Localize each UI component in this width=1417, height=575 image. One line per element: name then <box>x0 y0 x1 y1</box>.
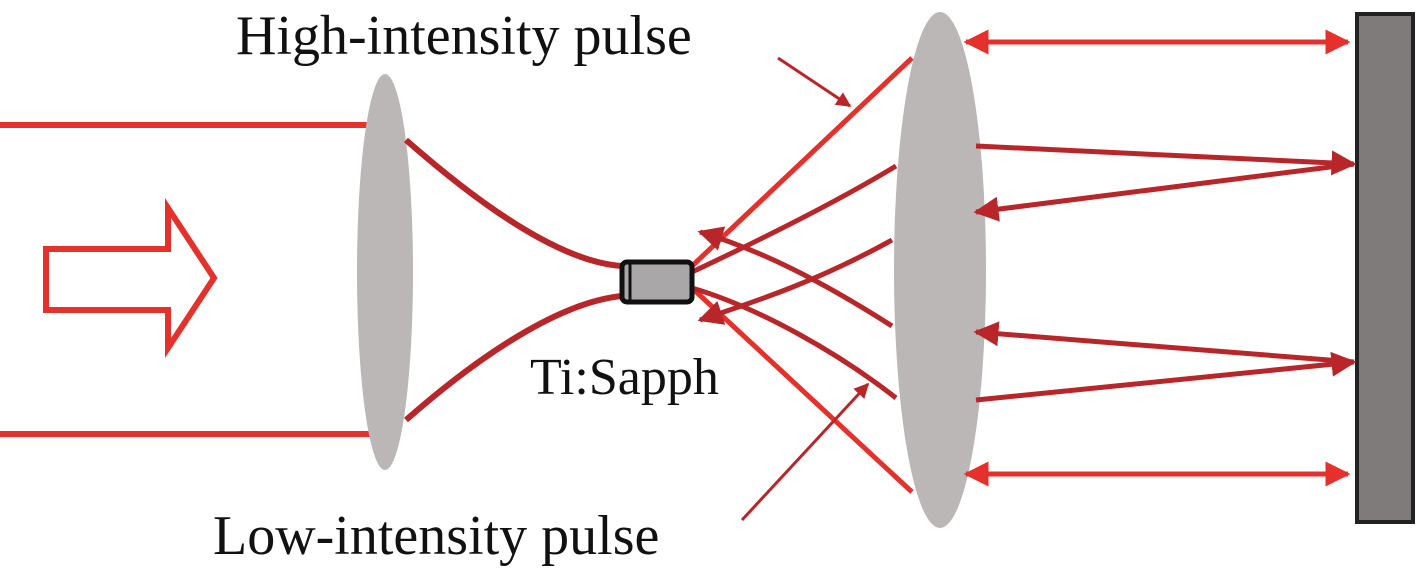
return-beam-upper <box>697 237 894 325</box>
high-intensity-beam-lower <box>690 286 914 494</box>
high-intensity-beam-upper <box>690 56 914 268</box>
crystal-label: Ti:Sapph <box>530 349 719 406</box>
low-intensity-pointer <box>740 382 870 522</box>
mirror-beam-3-out <box>975 351 1357 403</box>
focus-beam-upper <box>404 137 623 269</box>
mirror-beam-3-back <box>973 321 1355 365</box>
left-lens-icon <box>357 74 413 470</box>
mirror-beam-2-back <box>973 161 1355 222</box>
high-intensity-pointer <box>777 56 852 108</box>
mirror-beam-2-out <box>975 143 1357 176</box>
mirror-icon <box>1355 12 1415 524</box>
hollow-right-arrow-icon <box>43 197 218 359</box>
ti-sapph-crystal-icon <box>619 259 695 305</box>
low-intensity-beam-2 <box>691 285 898 400</box>
focus-beam-lower <box>404 293 623 423</box>
low-intensity-label: Low-intensity pulse <box>213 505 660 567</box>
right-lens-icon <box>894 12 986 528</box>
high-intensity-label: High-intensity pulse <box>236 5 692 67</box>
low-intensity-beam-1 <box>690 163 898 275</box>
return-beam-lower <box>697 226 894 329</box>
